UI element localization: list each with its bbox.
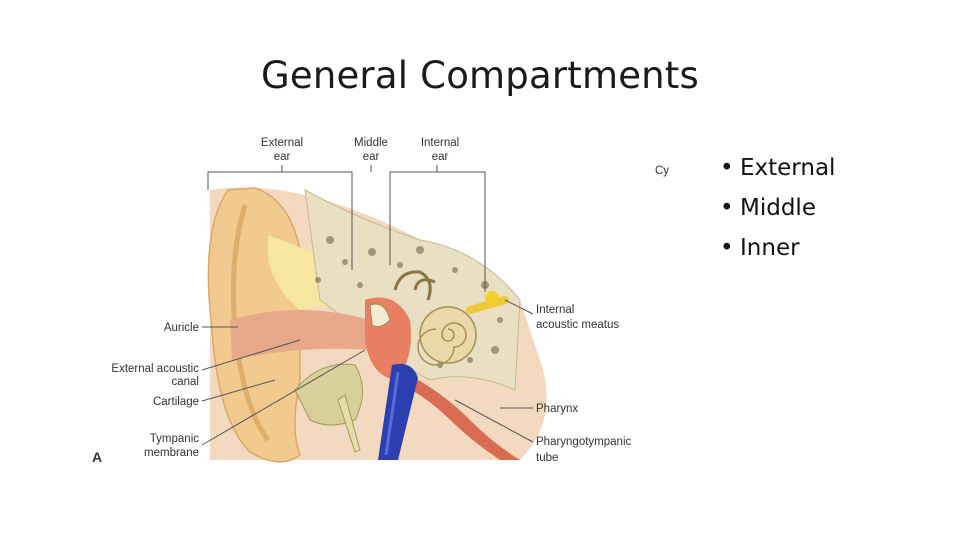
label-external-ear-1: External: [261, 137, 303, 149]
label-auricle: Auricle: [164, 322, 199, 334]
label-internal-ear-2: ear: [432, 151, 449, 163]
label-external-canal-2: canal: [172, 376, 200, 388]
label-external-ear-2: ear: [274, 151, 291, 163]
label-middle-ear-2: ear: [363, 151, 380, 163]
label-pharyngotympanic-2: tube: [536, 452, 558, 464]
cochlea: [420, 307, 476, 363]
ear-illustration: [208, 187, 546, 461]
panel-letter: A: [92, 449, 102, 465]
label-tympanic-1: Tympanic: [150, 433, 199, 445]
label-internal-meatus-2: acoustic meatus: [536, 319, 619, 331]
label-internal-meatus-1: Internal: [536, 304, 574, 316]
nerve-end: [485, 291, 499, 305]
corner-label: Cy: [655, 165, 669, 177]
label-internal-ear-1: Internal: [421, 137, 459, 149]
label-cartilage: Cartilage: [153, 396, 199, 408]
label-middle-ear-1: Middle: [354, 137, 388, 149]
label-pharyngotympanic-1: Pharyngotympanic: [536, 436, 631, 448]
label-external-canal-1: External acoustic: [111, 363, 199, 375]
label-pharynx: Pharynx: [536, 403, 578, 415]
label-tympanic-2: membrane: [144, 447, 199, 459]
